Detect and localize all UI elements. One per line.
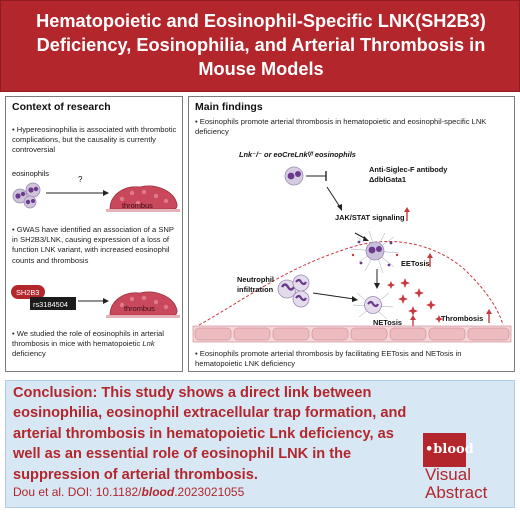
conclusion-label: Conclusion: xyxy=(13,385,98,401)
blood-visual-abstract-logo: •blood Visual Abstract xyxy=(423,433,513,503)
eetosis-label: EETosis xyxy=(401,259,430,268)
endothelium-layer xyxy=(192,325,512,343)
snp-label: rs3184504 xyxy=(33,300,68,309)
findings-panel: Main findings • Eosinophils promote arte… xyxy=(188,96,515,372)
arrow-neutrophil-netosis xyxy=(312,292,355,300)
context-title: Context of research xyxy=(12,101,111,113)
question-mark: ? xyxy=(78,175,83,184)
arrow-to-jak xyxy=(326,186,341,208)
gene-pill xyxy=(11,285,45,299)
jak-stat-label: JAK/STAT signaling xyxy=(335,213,405,222)
thrombus-icon-1 xyxy=(106,185,180,212)
context-illustration-1 xyxy=(12,182,180,212)
context-bullet-3: • We studied the role of eosinophils in … xyxy=(12,329,180,360)
citation-journal: blood xyxy=(141,485,175,499)
eosinophils-label: eosinophils xyxy=(12,169,49,178)
bullet-3-suffix: deficiency xyxy=(12,349,46,359)
context-bullet-2: • GWAS have identified an association of… xyxy=(12,225,174,265)
context-illustration-2 xyxy=(11,285,180,318)
citation-prefix: Dou et al. DOI: 10.1182/ xyxy=(13,485,142,499)
thrombus-label-2: thrombus xyxy=(124,304,155,313)
blood-logo-text: •blood xyxy=(425,442,474,457)
brand-line-1: Visual xyxy=(425,465,471,484)
netosis-label: NETosis xyxy=(373,318,403,327)
title-banner: Hematopoietic and Eosinophil-Specific LN… xyxy=(0,0,520,92)
neutrophil-label-1: Neutrophil xyxy=(237,275,274,284)
conclusion-body: This study shows a direct link between e… xyxy=(13,385,407,483)
context-panel: Context of research • Hypereosinophilia … xyxy=(5,96,183,372)
title-line-1: Hematopoietic and Eosinophil-Specific LN… xyxy=(36,11,486,31)
findings-illustration xyxy=(192,166,512,343)
dblgata1-label: ΔdblGata1 xyxy=(369,175,406,184)
neutrophil-label-2: infiltration xyxy=(237,285,274,294)
gene-label: SH2B3 xyxy=(16,288,40,297)
thrombus-label-1: thrombus xyxy=(122,201,153,210)
thrombus-icon-2 xyxy=(106,291,180,318)
citation-suffix: .2023021055 xyxy=(174,485,245,499)
dashed-arc xyxy=(198,240,504,326)
bullet-3-gene: Lnk xyxy=(142,339,155,349)
blood-logo-icon: •blood xyxy=(423,433,474,467)
eosinophil-cells-icon xyxy=(12,182,41,209)
page-title: Hematopoietic and Eosinophil-Specific LN… xyxy=(11,9,511,81)
findings-bullet-1: • Eosinophils promote arterial thrombosi… xyxy=(195,117,487,137)
findings-title: Main findings xyxy=(195,101,263,113)
context-bullet-1: • Hypereosinophilia is associated with t… xyxy=(12,125,177,155)
citation: Dou et al. DOI: 10.1182/blood.2023021055 xyxy=(13,485,244,499)
thrombosis-label: Thrombosis xyxy=(441,314,484,323)
snp-box xyxy=(30,297,76,310)
conclusion-text: Conclusion: This study shows a direct li… xyxy=(13,383,421,485)
eetosis-cell-icon xyxy=(350,230,400,274)
neutrophil-cells-icon xyxy=(277,274,310,308)
findings-bullet-2: • Eosinophils promote arterial thrombosi… xyxy=(195,349,462,369)
title-line-3: Mouse Models xyxy=(198,59,324,79)
conclusion-box: Conclusion: This study shows a direct li… xyxy=(5,380,515,508)
antibody-label: Anti-Siglec-F antibody xyxy=(369,165,448,174)
brand-line-2: Abstract xyxy=(425,483,488,502)
platelet-cluster-icon xyxy=(387,278,443,323)
eosinophil-icon xyxy=(284,166,304,186)
netosis-cell-icon xyxy=(352,292,394,320)
title-line-2: Deficiency, Eosinophilia, and Arterial T… xyxy=(36,35,486,55)
bullet-3-text: • We studied the role of eosinophils in … xyxy=(12,329,164,349)
mouse-model-label: Lnk⁻/⁻ or eoCreLnkᶠ/ᶠ eosinophils xyxy=(239,150,356,159)
